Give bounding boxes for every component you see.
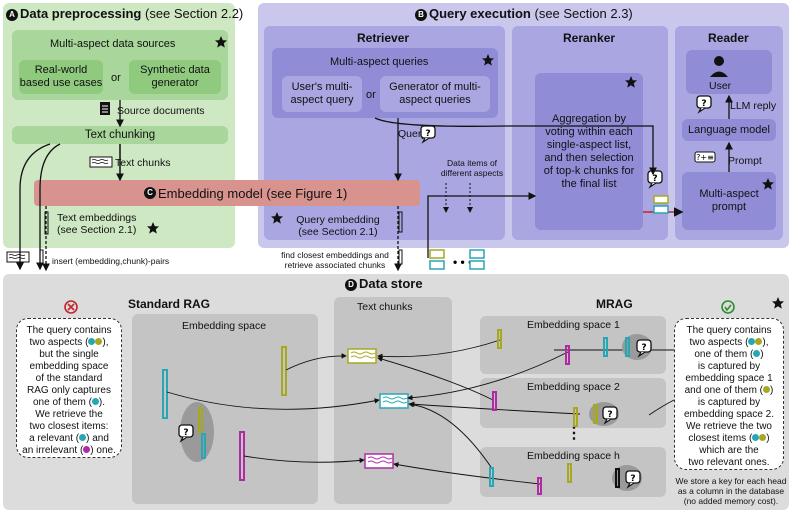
synthetic-box: Synthetic data generator [129,60,221,94]
memory-footnote: We store a key for each head as a column… [675,476,787,506]
text-chunks-store-label: Text chunks [357,301,413,313]
find-closest-label: find closest embeddings and retrieve ass… [281,250,389,270]
embedding-space-h-label: Embedding space h [527,450,620,462]
multi-aspect-queries-title: Multi-aspect queries [330,56,429,68]
section-badge: C [144,187,156,199]
or-label: or [366,89,376,101]
aggregation-box: Aggregation by voting within each single… [535,73,643,230]
user-query-box: User's multi-aspect query [282,76,362,112]
mrag-note: The query contains two aspects (), one o… [674,318,784,470]
llm-reply-label: LLM reply [730,100,777,112]
text-embeddings-label: Text embeddings (see Section 2.1) [57,212,137,236]
query-embedding-label: Query embedding (see Section 2.1) [296,214,380,238]
embedding-space-label: Embedding space [182,320,267,332]
data-sources-title: Multi-aspect data sources [50,38,176,50]
section-badge: B [415,9,427,21]
or-label: or [111,72,121,84]
user-box [686,50,772,94]
retriever-title: Retriever [357,31,410,45]
mrag-title: MRAG [596,297,633,311]
user-label: User [709,80,732,92]
standard-rag-title: Standard RAG [128,297,211,311]
reranker-title: Reranker [563,31,616,45]
svg-text:• • •: • • • [453,255,472,269]
query-generator-box: Generator of multi-aspect queries [380,76,490,112]
language-model-box: Language model [682,119,776,141]
real-world-box: Real-world based use cases [19,60,103,94]
standard-rag-note: The query contains two aspects (), but t… [16,318,122,458]
section-badge: D [345,279,357,291]
embedding-space-2-label: Embedding space 2 [527,381,620,393]
text-chunks-label: Text chunks [115,157,171,169]
embedding-bar [39,249,44,265]
reader-title: Reader [708,31,749,45]
embedding-space-1-label: Embedding space 1 [527,319,620,331]
ellipsis-icon: ⋮ [566,425,582,442]
embedding-bar [398,249,403,265]
source-documents-label: Source documents [117,105,205,117]
embedding-space-box [132,314,318,504]
chunks-icon [6,251,30,263]
text-chunking-box: Text chunking [12,126,228,144]
text-chunks-store [334,297,452,504]
query-label: Query [398,128,427,140]
insert-pairs-label: insert (embedding,chunk)-pairs [52,256,170,266]
multi-aspect-prompt-box: Multi-aspect prompt [682,172,776,230]
section-badge: A [6,9,18,21]
prompt-label: Prompt [728,155,762,167]
data-items-label: Data items of different aspects [440,158,504,178]
